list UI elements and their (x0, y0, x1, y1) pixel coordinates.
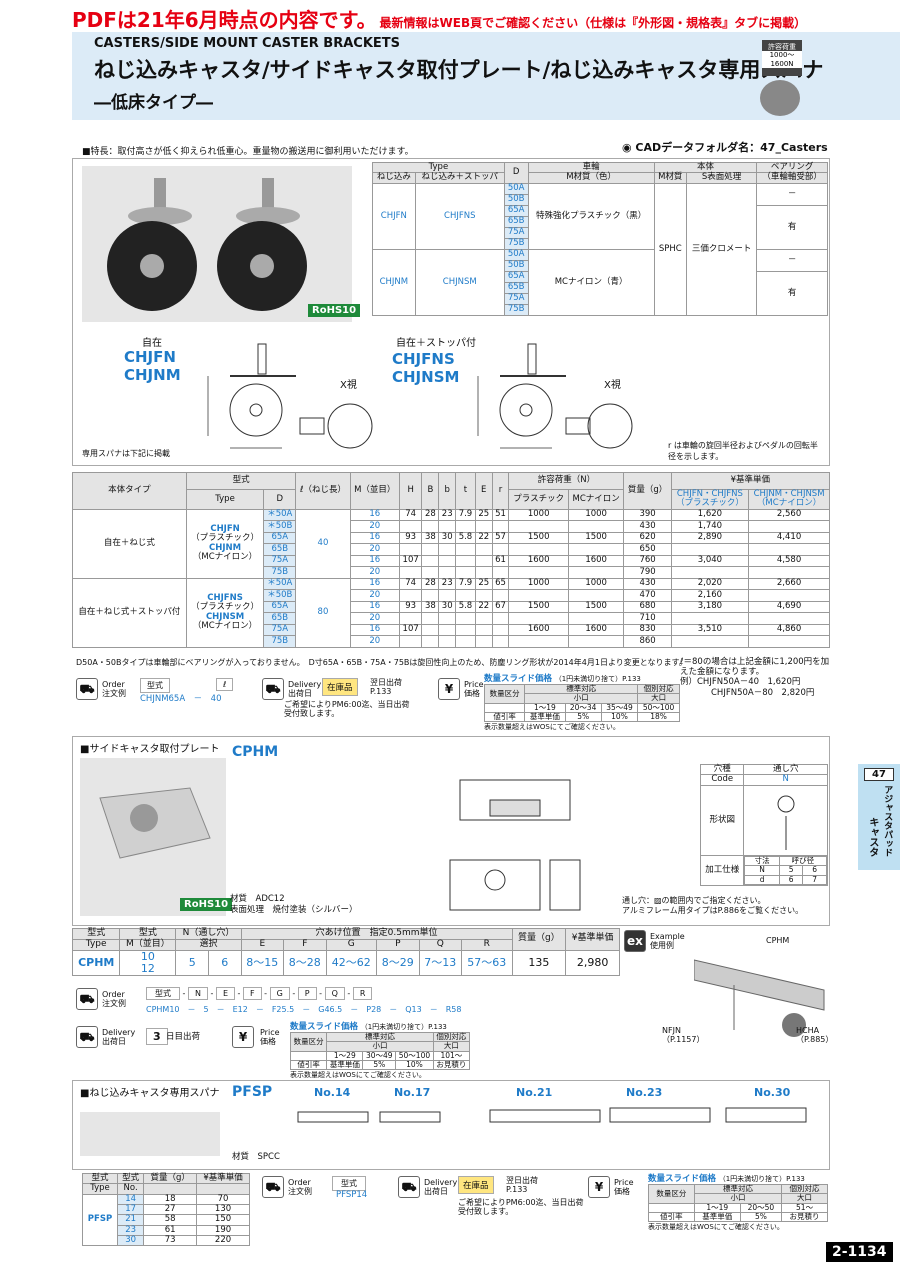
header: CASTERS/SIDE MOUNT CASTER BRACKETS ねじ込みキ… (72, 32, 900, 120)
yen-icon: ¥ (438, 678, 460, 700)
slide-price-2: 数量スライド価格 （1円未満切り捨て）P.133 数量区分標準対応個別対応 小口… (289, 1020, 471, 1080)
order-type-box: 型式 (140, 678, 170, 693)
pfsp-frame (72, 1080, 830, 1170)
hole-shape-icon (777, 795, 795, 850)
radius-note: r は車輪の旋回半径およびペダルの回転半径を示します。 (668, 441, 818, 461)
cphm-photo: RoHS10 (80, 758, 233, 916)
cphm-order-code: CPHM10 － 5 － E12 － F25.5 － G46.5 － P28 －… (146, 1005, 462, 1014)
cad-folder: ◉ CADデータフォルダ名：47_Casters (622, 141, 828, 154)
cphm-notes: 通し穴：▨の範囲内でご指定ください。アルミフレーム用タイプはP.886をご覧くだ… (622, 896, 804, 916)
diag-chjfn: CHJFN (124, 348, 176, 366)
delivery-icon: ⛟ (262, 678, 284, 700)
order-code-1: CHJNM65A － 40 (140, 694, 222, 704)
xview-1: X視 (340, 380, 357, 391)
xview-2: X視 (604, 380, 621, 391)
pfsp-title: ■ねじ込みキャスタ専用スパナ (80, 1088, 220, 1099)
cphm-del-days: 3 (146, 1028, 168, 1045)
caster-drawing-2 (477, 343, 633, 449)
top-banner: PDFは21年6月時点の内容です。 最新情報はWEB頁でご確認ください（仕様は『… (72, 4, 900, 32)
section1-frame (72, 158, 830, 466)
diag-chjfns: CHJFNS (392, 350, 455, 368)
pfsp-material: 材質 SPCC (232, 1152, 280, 1162)
example-drawing (694, 959, 825, 1037)
cphm-name: CPHM (232, 744, 279, 760)
stock-badge: 在庫品 (322, 678, 358, 696)
caster-photo: RoHS10 (82, 166, 361, 322)
l80-note: ℓ＝80の場合は上記金額に1,200円を加えた金額になります。例）CHJFN50… (680, 657, 830, 698)
caster-icon (760, 80, 800, 116)
side-tab[interactable]: 47 キャスタ アジャスタパッド (858, 764, 900, 870)
cphm-rohs: RoHS10 (180, 898, 233, 911)
ex-icon: ex (624, 930, 646, 952)
rohs-badge: RoHS10 (308, 304, 361, 317)
slide-price-3: 数量スライド価格 （1円未満切り捨て）P.133 数量区分標準対応個別対応 小口… (648, 1172, 828, 1232)
title-en: CASTERS/SIDE MOUNT CASTER BRACKETS (94, 36, 401, 51)
caster-photo-svg (107, 178, 307, 311)
diag-chjnsm: CHJNSM (392, 368, 460, 386)
cphm-drawing (449, 779, 581, 911)
pfsp-photo (80, 1112, 220, 1156)
order-l-box: ℓ (216, 678, 234, 691)
pfsp-name: PFSP (232, 1084, 273, 1100)
diag-free-label: 自在 (142, 338, 162, 349)
page-number: 2-1134 (826, 1242, 893, 1262)
cphm-frame (72, 736, 830, 926)
pm-note: ご希望によりPM6:00迄、当日出荷受付致します。 (284, 700, 410, 719)
title-jp: ねじ込みキャスタ/サイドキャスタ取付プレート/ねじ込みキャスタ専用スパナ (94, 58, 824, 82)
diag-freestop-label: 自在＋ストッパ付 (396, 338, 476, 349)
truck-icon: ⛟ (76, 678, 98, 700)
slide-price-1: 数量スライド価格 （1円未満切り捨て）P.133 数量区分標準対応個別対応 小口… (483, 672, 680, 732)
pfsp-order-code: PFSP14 (336, 1190, 368, 1200)
caster-drawing-1 (207, 343, 373, 449)
title-sub: ―低床タイプ― (94, 93, 213, 113)
banner-main: PDFは21年6月時点の内容です。 (72, 8, 377, 32)
diag-chjnm: CHJNM (124, 366, 181, 384)
main-notes: D50A・50Bタイプは車輪部にベアリングが入っておりません。 D寸65A・65… (76, 658, 687, 667)
wrench-note: 専用スパナは下記に掲載 (82, 449, 170, 458)
yen-icon-2: ¥ (232, 1026, 254, 1048)
order-icon-2: ⛟ (76, 988, 98, 1010)
delivery-icon-2: ⛟ (76, 1026, 98, 1048)
feature-text: ■特長：取付高さが低く抑えられ低重心。重量物の搬送用に御利用いただけます。 (82, 147, 414, 157)
wrench-drawings: No.14 No.17 No.21 No.23 No.30 (290, 1086, 810, 1156)
banner-sub: 最新情報はWEB頁でご確認ください（仕様は『外形図・規格表』タブに掲載） (379, 16, 807, 30)
cphm-title: ■サイドキャスタ取付プレート (80, 744, 220, 755)
